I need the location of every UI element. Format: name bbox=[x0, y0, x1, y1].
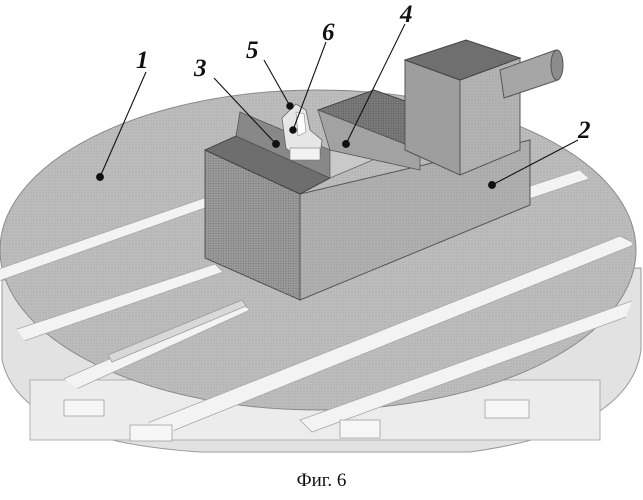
label-4: 4 bbox=[399, 1, 413, 28]
slot-opening bbox=[485, 400, 529, 418]
slot-opening bbox=[130, 425, 172, 441]
leader-dot-1 bbox=[97, 174, 104, 181]
leader-dot-5 bbox=[287, 103, 293, 109]
leader-dot-6 bbox=[290, 127, 296, 133]
label-6: 6 bbox=[322, 19, 335, 46]
workpiece-base bbox=[290, 148, 320, 160]
label-1: 1 bbox=[136, 47, 149, 74]
lead-screw-end bbox=[551, 50, 563, 80]
label-2: 2 bbox=[577, 117, 591, 144]
technical-drawing: 1 2 3 4 5 6 bbox=[0, 0, 643, 460]
leader-dot-2 bbox=[489, 182, 496, 189]
slot-opening bbox=[340, 420, 380, 438]
slot-opening bbox=[64, 400, 104, 416]
figure-caption: Фиг. 6 bbox=[0, 470, 643, 492]
label-3: 3 bbox=[193, 55, 207, 82]
leader-dot-4 bbox=[343, 141, 350, 148]
label-5: 5 bbox=[246, 37, 259, 64]
leader-dot-3 bbox=[273, 141, 280, 148]
